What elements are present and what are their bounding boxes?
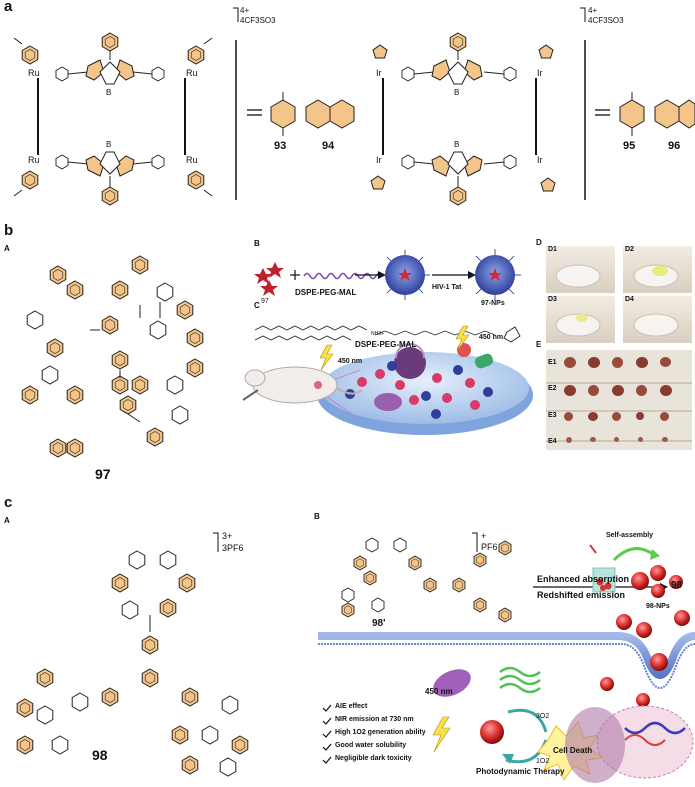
ru-label-br: Ru — [186, 155, 198, 165]
quinone-94 — [305, 99, 355, 129]
d1-label: D1 — [548, 246, 557, 253]
sub-label-b-e: E — [536, 340, 542, 349]
sub-label-b-c: C — [254, 301, 260, 310]
arrow-top-label: Enhanced absorption — [537, 574, 630, 584]
sub-label-b-a: A — [4, 244, 10, 253]
self-assembly-label: Self-assembly — [606, 532, 654, 539]
compound-98-structure — [16, 550, 249, 777]
ir-cage — [370, 32, 556, 206]
quinone-96 — [654, 99, 695, 129]
singlet-oxygen: 1O2 — [536, 758, 550, 765]
panel-label-b: b — [4, 222, 14, 239]
ru-cage — [13, 32, 213, 206]
b-atom-top-left: B — [106, 88, 112, 97]
d4-label: D4 — [625, 296, 634, 303]
nps-98-label: 98-NPs — [646, 603, 670, 610]
compound-97-structure — [21, 255, 204, 458]
polymer-c-label: DSPE-PEG-MAL — [355, 340, 417, 349]
charge-98: 3+ — [222, 531, 233, 541]
d2-label: D2 — [625, 246, 634, 253]
counter-98-prime: PF6 — [481, 542, 498, 552]
compound-98-prime-label: 98' — [372, 618, 386, 629]
compound-93-label: 93 — [274, 140, 287, 152]
sub-label-b-b: B — [254, 239, 260, 248]
e2-label: E2 — [548, 385, 557, 392]
ru-label-bl: Ru — [28, 155, 40, 165]
polymer-label: DSPE-PEG-MAL — [295, 288, 357, 297]
ir-label-tl: Ir — [376, 68, 382, 78]
compound-94-label: 94 — [322, 140, 335, 152]
wavelength-right: 450 nm — [479, 334, 504, 341]
ru-label-tl: Ru — [28, 68, 40, 78]
nps-label: 97-NPs — [481, 300, 505, 307]
quinone-95 — [619, 92, 645, 136]
counter-98: 3PF6 — [222, 543, 244, 553]
e4-label: E4 — [548, 438, 557, 445]
lipid-structure — [254, 325, 521, 343]
ru-label-tr: Ru — [186, 68, 198, 78]
counter-right: 4CF3SO3 — [588, 16, 624, 25]
compound-96-label: 96 — [668, 140, 681, 152]
feature-1: AIE effect — [335, 703, 368, 710]
feature-3: High 1O2 generation ability — [335, 729, 426, 736]
e3-label: E3 — [548, 412, 557, 419]
beaker — [589, 544, 616, 593]
panel-b — [21, 246, 692, 458]
wavelength-c: 450 nm — [425, 687, 453, 696]
charge-98-prime: + — [481, 531, 487, 541]
charge-right: 4+ — [588, 6, 598, 15]
sub-label-c-b: B — [314, 512, 320, 521]
compound-97-small-label: 97 — [261, 298, 269, 305]
cell-illustration — [242, 325, 533, 435]
d3-label: D3 — [548, 296, 557, 303]
compound-98-label: 98 — [92, 747, 108, 763]
panel-a — [13, 7, 695, 206]
cell-membrane — [318, 632, 695, 689]
peptide-label: HIV-1 Tat — [432, 284, 462, 291]
b-atom-bottom-right: B — [454, 140, 460, 149]
compound-95-label: 95 — [623, 140, 636, 152]
counter-left: 4CF3SO3 — [240, 16, 276, 25]
cell-death-label: Cell Death — [553, 746, 593, 755]
feature-4: Good water solubility — [335, 742, 407, 749]
feature-2: NIR emission at 730 nm — [335, 716, 414, 723]
e1-label: E1 — [548, 359, 557, 366]
sub-label-b-d: D — [536, 238, 542, 247]
arrow-bottom-label: Redshifted emission — [537, 590, 626, 600]
wavelength-left: 450 nm — [338, 358, 363, 365]
therapy-label: Photodynamic Therapy — [476, 767, 565, 776]
panel-c — [16, 532, 695, 783]
ir-label-br: Ir — [537, 155, 543, 165]
b-atom-top-right: B — [454, 88, 460, 97]
triplet-oxygen: 3O2 — [536, 713, 550, 720]
np-scheme — [254, 249, 521, 301]
b-atom-bottom-left: B — [106, 140, 112, 149]
panel-label-c: c — [4, 494, 13, 511]
ir-label-bl: Ir — [376, 155, 382, 165]
product-98-label: 98 — [671, 580, 683, 591]
tumor-grid — [560, 355, 690, 449]
mouse-photos — [546, 246, 692, 343]
compound-97-label: 97 — [95, 466, 111, 482]
charge-left: 4+ — [240, 6, 250, 15]
quinone-93 — [270, 92, 296, 136]
panel-label-a: a — [4, 0, 13, 15]
sub-label-c-a: A — [4, 516, 10, 525]
feature-5: Negligible dark toxicity — [335, 755, 412, 762]
ir-label-tr: Ir — [537, 68, 543, 78]
ammonium-label: NH3+ — [371, 331, 384, 337]
